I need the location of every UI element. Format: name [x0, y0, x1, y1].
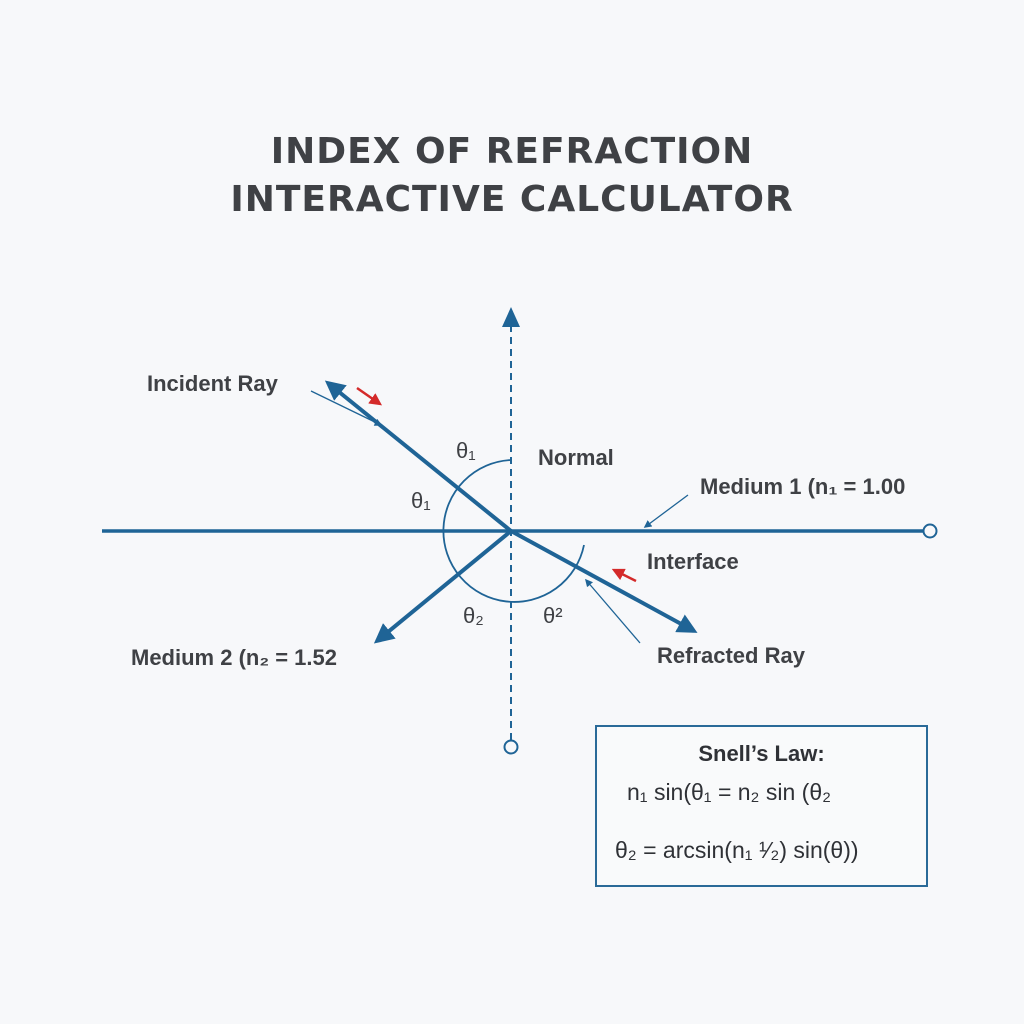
medium1-leader: [643, 494, 689, 528]
refraction-angle-equation: θ₂ = arcsin(n₁ ¹⁄₂) sin(θ)): [615, 837, 859, 863]
theta2-bottom-left-label: θ₂: [463, 603, 484, 628]
refracted-ray[interactable]: [510, 529, 698, 633]
interface-label: Interface: [647, 549, 739, 574]
theta2-bottom-right-label: θ²: [543, 603, 563, 628]
snells-law-box: Snell’s Law: n₁ sin(θ₁ = n₂ sin (θ₂ θ₂ =…: [595, 725, 928, 887]
medium2-ray[interactable]: [373, 529, 513, 644]
title-line-2: INTERACTIVE CALCULATOR: [230, 179, 794, 220]
normal-arrowhead: [502, 307, 520, 327]
angle-arc: [442, 459, 585, 603]
incident-leader: [310, 390, 383, 426]
incident-ray-label: Incident Ray: [147, 371, 279, 396]
theta1-left-label: θ₁: [411, 488, 431, 513]
refracted-direction-arrow: [611, 568, 637, 583]
snells-law-equation: n₁ sin(θ₁ = n₂ sin (θ₂: [627, 779, 832, 805]
medium1-label: Medium 1 (n₁ = 1.00: [700, 474, 905, 499]
normal-label: Normal: [538, 445, 614, 470]
refracted-ray-label: Refracted Ray: [657, 643, 806, 668]
medium2-label: Medium 2 (n₂ = 1.52: [131, 645, 337, 670]
theta1-top-label: θ₁: [456, 438, 476, 463]
normal-handle[interactable]: [503, 739, 519, 755]
snells-law-title: Snell’s Law:: [698, 741, 825, 766]
refracted-leader: [584, 578, 641, 644]
title-line-1: INDEX OF REFRACTION: [270, 131, 754, 172]
page-title: INDEX OF REFRACTION INTERACTIVE CALCULAT…: [0, 128, 1024, 224]
incident-direction-arrow: [356, 386, 383, 406]
incident-ray[interactable]: [324, 380, 513, 533]
interface-handle[interactable]: [922, 523, 938, 539]
